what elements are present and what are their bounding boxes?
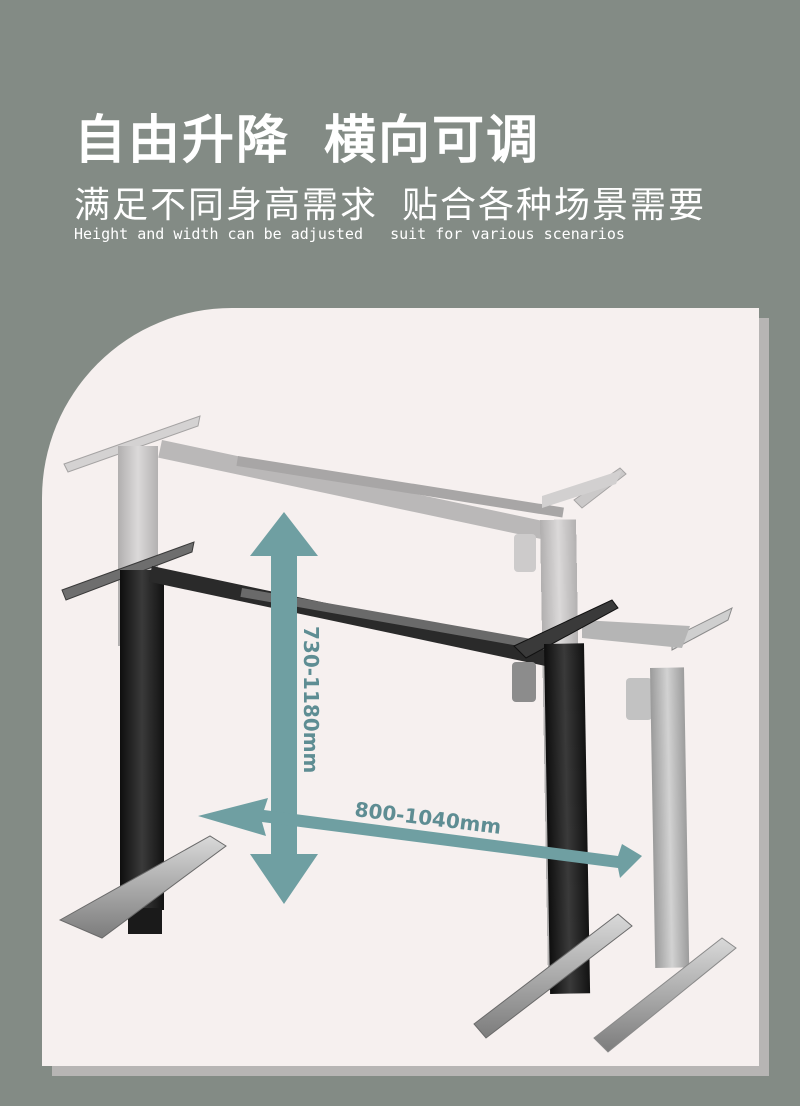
gray-frame-right	[582, 607, 737, 1053]
subtitle-part-1: 满足不同身高需求	[74, 185, 379, 226]
black-frame	[58, 541, 633, 1039]
product-card: 730-1180mm 800-1040mm	[42, 308, 759, 1066]
width-arrow	[198, 798, 642, 878]
desk-frame-illustration: 730-1180mm 800-1040mm	[58, 415, 737, 1053]
headline-part-2: 横向可调	[324, 111, 541, 171]
headline: 自由升降横向可调	[74, 98, 540, 173]
headline-part-1: 自由升降	[74, 111, 291, 171]
subtitle-part-2: 贴合各种场景需要	[402, 185, 707, 226]
height-range-label: 730-1180mm	[299, 626, 323, 773]
subtitle-english: Height and width can be adjusted suit fo…	[74, 225, 625, 243]
height-arrow	[250, 512, 318, 904]
subtitle-chinese: 满足不同身高需求贴合各种场景需要	[74, 176, 706, 228]
